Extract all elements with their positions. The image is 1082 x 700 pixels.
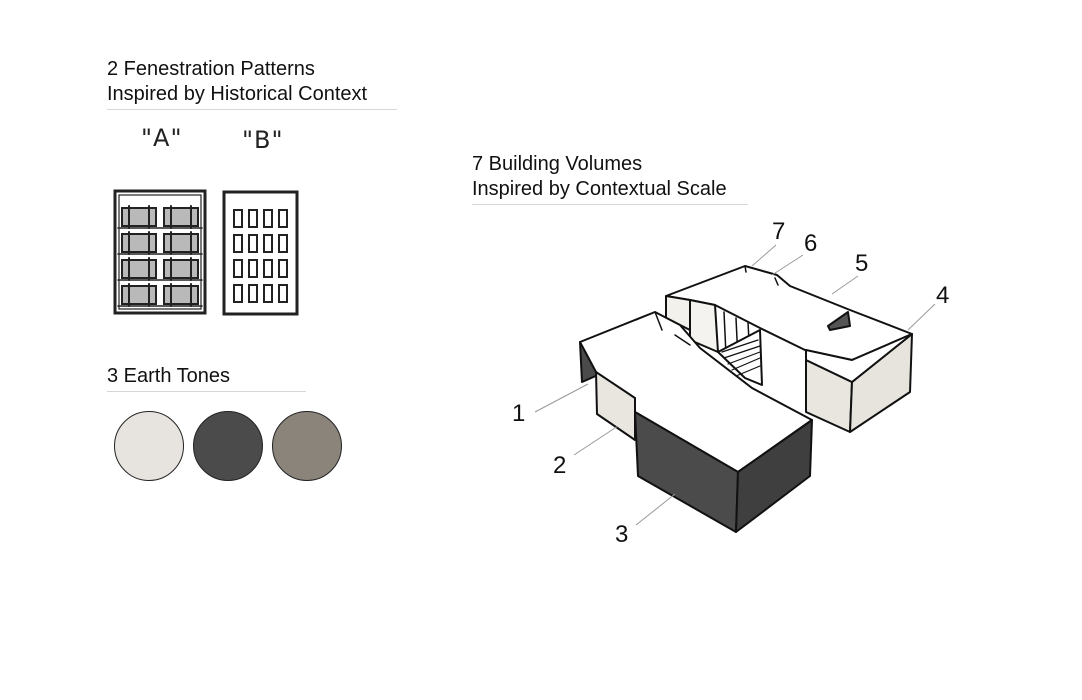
- pattern-a-windows: [117, 205, 203, 307]
- courtyard-steps: [717, 329, 763, 386]
- volume-label-3: 3: [615, 521, 629, 548]
- fenestration-heading: 2 Fenestration Patterns Inspired by Hist…: [107, 57, 397, 110]
- volume-label-4: 4: [936, 282, 950, 309]
- volume-label-2: 2: [553, 452, 567, 479]
- volumes-heading: 7 Building Volumes Inspired by Contextua…: [472, 152, 748, 205]
- pattern-a-window: [121, 285, 157, 305]
- earth-tone-swatch-taupe: [272, 411, 342, 481]
- pattern-b-window: [233, 209, 243, 228]
- roof-edge-lines: [654, 265, 779, 346]
- earth-tone-swatch-light: [114, 411, 184, 481]
- volumes-heading-line2: Inspired by Contextual Scale: [472, 178, 727, 200]
- earth-tones-heading-text: 3 Earth Tones: [107, 365, 231, 387]
- volume-label-5: 5: [855, 250, 869, 277]
- earth-tone-swatch-dark: [193, 411, 263, 481]
- pattern-a-window: [121, 259, 157, 279]
- pattern-b-window: [248, 209, 258, 228]
- pattern-a-window: [121, 207, 157, 227]
- pattern-b-label: "B": [242, 126, 284, 154]
- building-massing: [579, 265, 913, 533]
- pattern-b-window: [278, 209, 288, 228]
- volume-label-6: 6: [804, 230, 818, 257]
- pattern-a-window: [163, 233, 199, 253]
- fenestration-heading-line2: Inspired by Historical Context: [107, 83, 368, 105]
- volumes-heading-line1: 7 Building Volumes: [472, 153, 643, 175]
- pattern-b-window: [248, 259, 258, 278]
- pattern-b-window: [263, 259, 273, 278]
- pattern-b-window: [278, 284, 288, 303]
- pattern-b-window: [233, 234, 243, 253]
- pattern-b-window: [278, 234, 288, 253]
- volume-leader-lines: [534, 244, 936, 526]
- fenestration-heading-line1: 2 Fenestration Patterns: [107, 58, 315, 80]
- pattern-b-window: [278, 259, 288, 278]
- pattern-b-window: [263, 234, 273, 253]
- pattern-b-window: [248, 284, 258, 303]
- pattern-a-window: [163, 285, 199, 305]
- pattern-a-window: [163, 207, 199, 227]
- pattern-a-window: [121, 233, 157, 253]
- volume-3-side: [735, 419, 813, 533]
- pattern-b-window: [233, 259, 243, 278]
- courtyard-hatch: [721, 339, 761, 377]
- earth-tones-heading: 3 Earth Tones: [107, 364, 306, 392]
- volume-label-7: 7: [772, 218, 786, 245]
- pattern-b-windows: [233, 209, 288, 303]
- volume-5-notch: [827, 311, 851, 331]
- pattern-b-window: [263, 284, 273, 303]
- fenestration-pattern-b: [222, 190, 299, 316]
- pattern-b-window: [233, 284, 243, 303]
- pattern-b-window: [263, 209, 273, 228]
- pattern-b-window: [248, 234, 258, 253]
- pattern-a-label: "A": [141, 124, 183, 152]
- pattern-a-window: [163, 259, 199, 279]
- volume-4-top: [805, 333, 913, 383]
- volume-2-face: [595, 371, 636, 441]
- fenestration-pattern-a: [113, 189, 207, 315]
- volume-label-1: 1: [512, 400, 526, 427]
